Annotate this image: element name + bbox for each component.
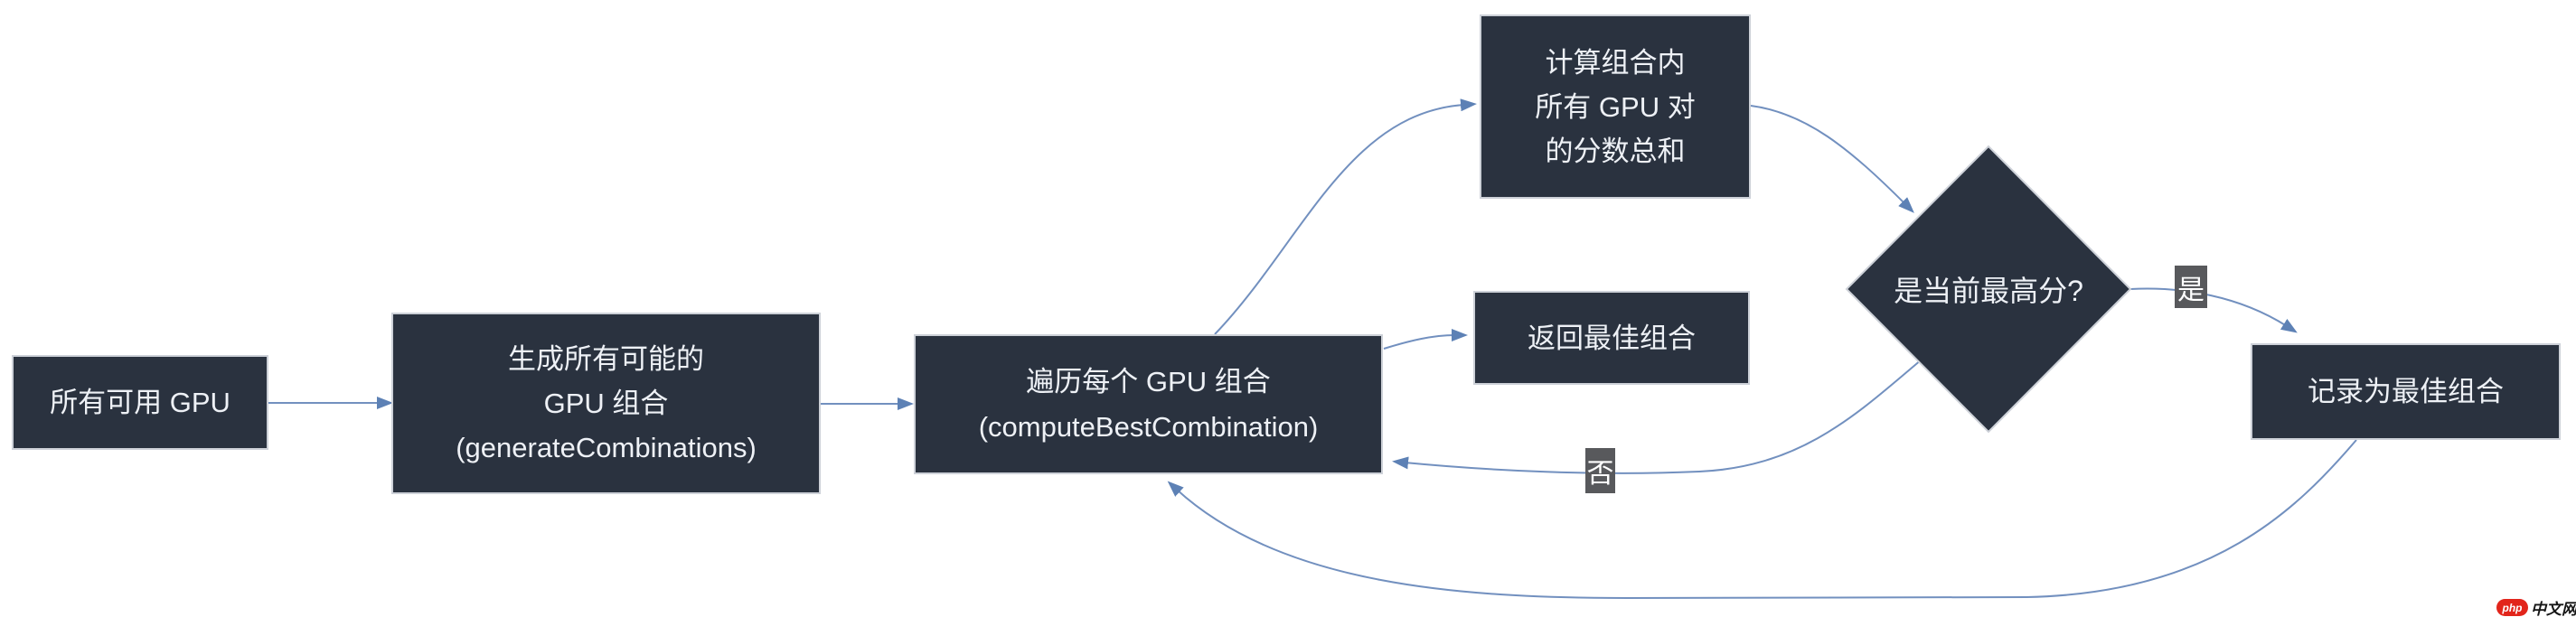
node-record-label: 记录为最佳组合 xyxy=(2308,376,2504,407)
node-generate-line: GPU 组合 xyxy=(543,388,669,419)
edge-label-yes: 是 xyxy=(2175,266,2207,308)
node-iterate-line: (computeBestCombination) xyxy=(978,410,1319,443)
node-return-label: 返回最佳组合 xyxy=(1528,322,1696,354)
watermark: php 中文网 xyxy=(2496,596,2576,617)
node-compute-line: 所有 GPU 对 xyxy=(1535,90,1696,123)
edge-decision-no-to-iterate xyxy=(1392,359,1923,474)
node-all-gpus: 所有可用 GPU xyxy=(12,355,268,450)
node-iterate-line: 遍历每个 GPU 组合 xyxy=(1026,365,1271,397)
watermark-php-logo-icon: php xyxy=(2496,599,2528,616)
decision-diamond-label: 是当前最高分? xyxy=(1894,275,2083,307)
decision-diamond-shape xyxy=(1845,145,2132,434)
node-generate-line: 生成所有可能的 xyxy=(508,343,704,375)
node-compute-line: 的分数总和 xyxy=(1545,135,1686,167)
edge-iterate-to-compute xyxy=(1214,98,1477,335)
node-generate-line: (generateCombinations) xyxy=(456,432,757,463)
node-compute-pair-score: 计算组合内 所有 GPU 对 的分数总和 xyxy=(1480,14,1751,199)
node-compute-line: 计算组合内 xyxy=(1545,46,1686,79)
node-all-gpus-label: 所有可用 GPU xyxy=(50,387,230,418)
edge-compute-to-decision xyxy=(1750,105,1914,213)
edge-record-to-iterate xyxy=(1167,439,2357,600)
watermark-site-text: 中文网 xyxy=(2531,601,2576,617)
edge-iterate-to-return xyxy=(1383,329,1468,350)
node-generate-combinations: 生成所有可能的 GPU 组合 (generateCombinations) xyxy=(391,313,821,494)
edge-label-no: 否 xyxy=(1585,448,1615,493)
node-iterate-combinations: 遍历每个 GPU 组合 (computeBestCombination) xyxy=(914,334,1383,474)
node-return-best: 返回最佳组合 xyxy=(1473,291,1750,385)
node-record-best: 记录为最佳组合 xyxy=(2251,343,2561,440)
edge-decision-yes-to-record xyxy=(2129,287,2298,333)
